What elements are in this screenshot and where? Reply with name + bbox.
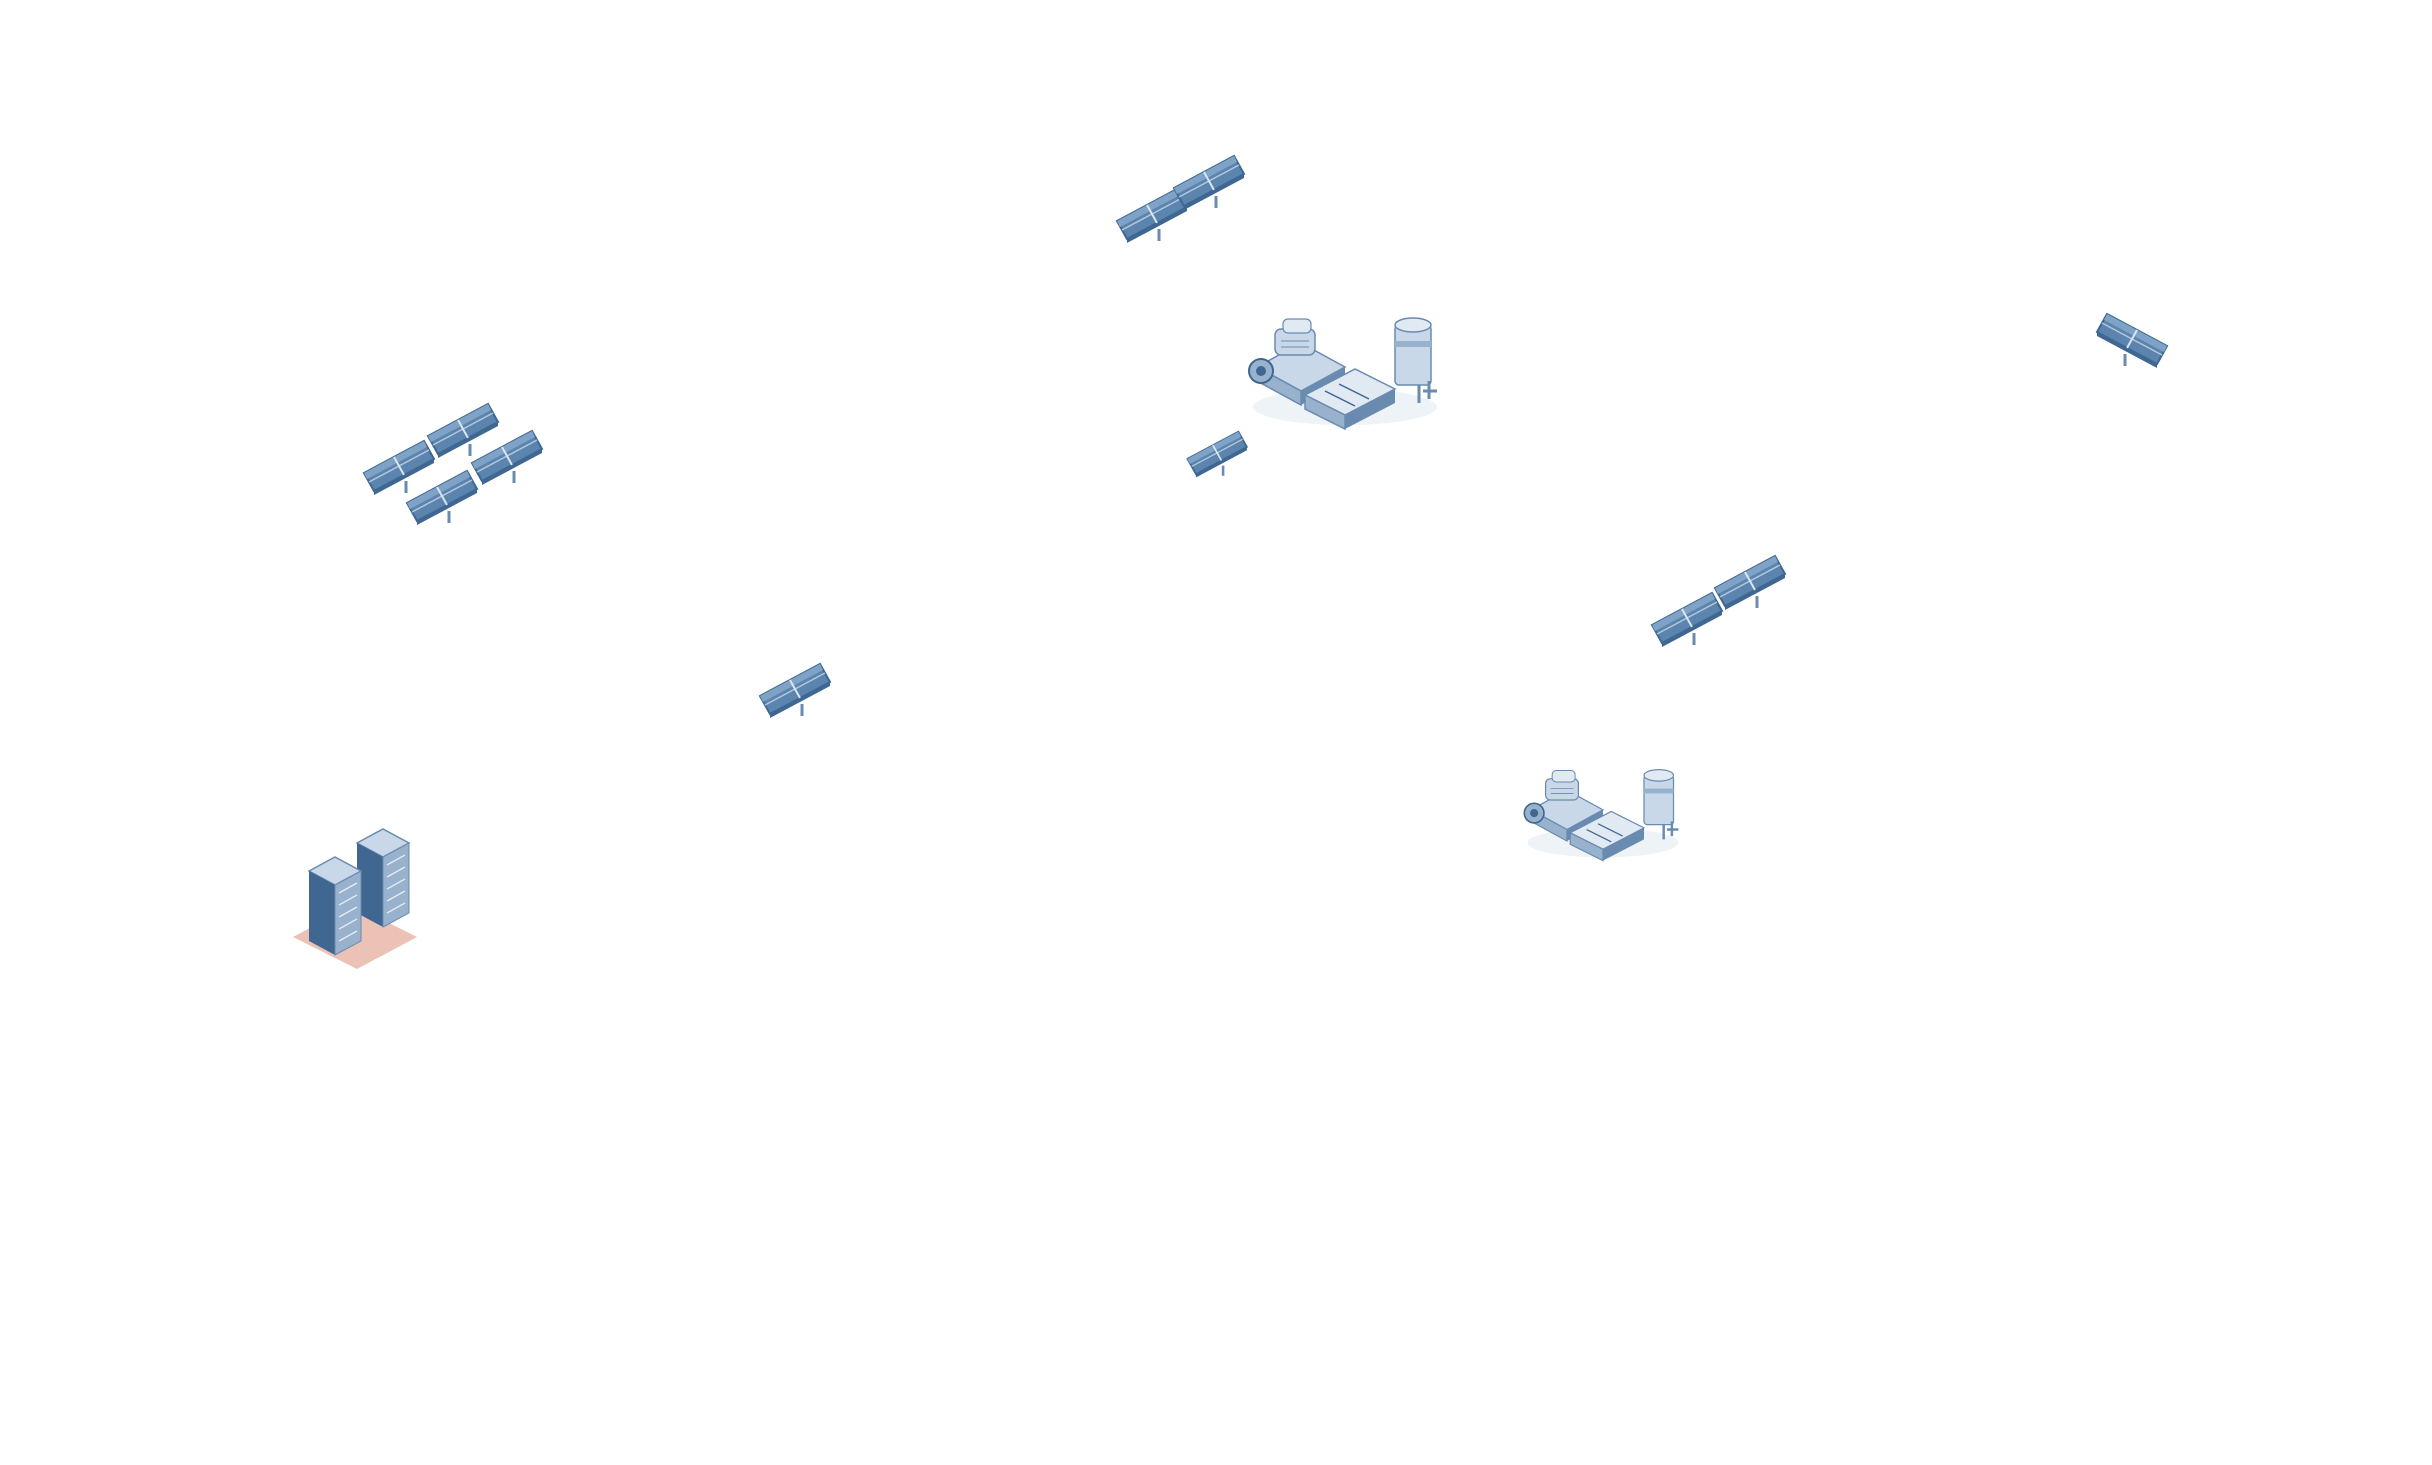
solar-panel-icon xyxy=(1186,430,1249,479)
solar-panel-icon xyxy=(470,429,544,487)
solar-panel-icon xyxy=(1172,154,1246,212)
solar-panel-icon xyxy=(1650,591,1724,649)
solar-panel-icon xyxy=(1713,554,1787,612)
generator-plant-icon xyxy=(1523,768,1680,862)
solar-panel-icon xyxy=(758,662,832,720)
generator-plant-icon xyxy=(1247,316,1439,431)
battery-storage-icon xyxy=(292,828,418,970)
solar-panel-icon xyxy=(2095,312,2169,370)
solar-panel-icon xyxy=(1115,187,1189,245)
solar-panel-icon xyxy=(405,469,479,527)
solar-panel-icon xyxy=(426,402,500,460)
solar-panel-icon xyxy=(362,439,436,497)
